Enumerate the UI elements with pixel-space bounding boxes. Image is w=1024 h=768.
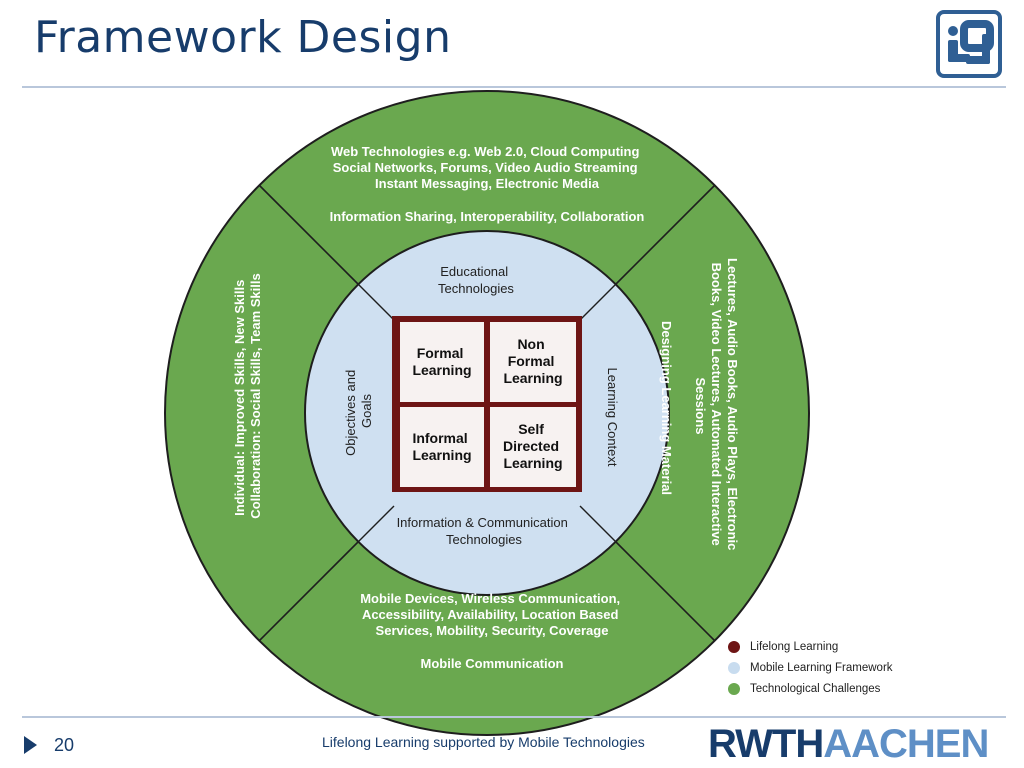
non-formal-learning-label: Non Formal Learning <box>503 336 562 386</box>
legend-dot-challenges <box>728 682 740 695</box>
middle-bottom-text: Information & Communication Technologies <box>397 515 572 547</box>
cell-informal <box>400 407 484 487</box>
informal-learning-label: Informal Learning <box>412 430 471 463</box>
footer-divider <box>22 716 1006 718</box>
title-divider <box>22 86 1006 88</box>
page-number: 20 <box>54 735 75 755</box>
middle-top-text: Educational Technologies <box>438 264 514 296</box>
outer-top-line-1: Web Technologies e.g. Web 2.0, Cloud Com… <box>331 144 639 159</box>
outer-left-text: Individual: Improved Skills, New Skills … <box>232 273 263 518</box>
university-logo-part2: AACHEN <box>823 722 989 766</box>
footer-text: Lifelong Learning supported by Mobile Te… <box>322 734 645 750</box>
outer-bottom-line-1: Mobile Devices, Wireless Communication, <box>360 591 620 606</box>
outer-bottom-line-3: Services, Mobility, Security, Coverage <box>376 623 609 638</box>
outer-bottom-line-2: Accessibility, Availability, Location Ba… <box>362 607 619 622</box>
legend-label: Mobile Learning Framework <box>750 661 893 674</box>
middle-right-text: Learning Context <box>605 367 620 466</box>
cell-non-formal <box>490 322 576 402</box>
outer-left-line-1: Individual: Improved Skills, New Skills <box>232 280 247 516</box>
divider-bottom-right <box>615 541 716 642</box>
outer-right-caption: Designing Learning Material <box>659 321 674 495</box>
cell-self-directed <box>490 407 576 487</box>
legend-label: Lifelong Learning <box>750 640 839 653</box>
middle-left-line-2: Goals <box>359 394 374 428</box>
outer-top-line-2: Social Networks, Forums, Video Audio Str… <box>333 160 638 175</box>
inner-divider-top-left <box>357 283 395 321</box>
inner-divider-bottom-left <box>357 505 395 543</box>
institute-logo <box>936 10 1002 78</box>
middle-top-line-1: Educational <box>440 264 508 279</box>
middle-bottom-line-2: Technologies <box>446 532 522 547</box>
outer-left-line-2: Collaboration: Social Skills, Team Skill… <box>248 273 263 518</box>
legend: Lifelong Learning Mobile Learning Framew… <box>728 636 893 699</box>
outer-top-line-3: Instant Messaging, Electronic Media <box>375 176 600 191</box>
middle-bottom-line-1: Information & Communication <box>397 515 568 530</box>
legend-item-challenges: Technological Challenges <box>728 678 893 699</box>
middle-left-line-1: Objectives and <box>343 370 358 456</box>
outer-right-line-3: Sessions <box>693 377 708 434</box>
university-logo: RWTHAACHEN <box>708 722 989 766</box>
outer-right-line-2: Books, Video Lectures, Automated Interac… <box>709 263 724 546</box>
legend-item-framework: Mobile Learning Framework <box>728 657 893 678</box>
legend-label: Technological Challenges <box>750 682 881 695</box>
outer-bottom-caption: Mobile Communication <box>421 656 564 671</box>
legend-item-lifelong: Lifelong Learning <box>728 636 893 657</box>
legend-dot-lifelong <box>728 640 740 653</box>
divider-bottom-left <box>258 541 359 642</box>
play-arrow-icon <box>24 736 37 754</box>
page-title: Framework Design <box>34 12 452 63</box>
middle-left-text: Objectives and Goals <box>343 366 374 456</box>
divider-top-right <box>615 184 716 285</box>
outer-top-caption: Information Sharing, Interoperability, C… <box>330 209 645 224</box>
university-logo-part1: RWTH <box>708 722 824 766</box>
outer-right-line-1: Lectures, Audio Books, Audio Plays, Elec… <box>725 258 740 550</box>
self-directed-learning-label: Self Directed Learning <box>503 421 563 471</box>
cell-formal <box>400 322 484 402</box>
formal-learning-label: Formal Learning <box>412 345 471 378</box>
outer-top-text: Web Technologies e.g. Web 2.0, Cloud Com… <box>331 144 643 191</box>
inner-divider-bottom-right <box>579 505 617 543</box>
inner-divider-top-right <box>579 283 617 321</box>
divider-top-left <box>258 184 359 285</box>
legend-dot-framework <box>728 661 740 674</box>
outer-bottom-text: Mobile Devices, Wireless Communication, … <box>360 591 624 638</box>
middle-top-line-2: Technologies <box>438 281 514 296</box>
outer-right-text: Lectures, Audio Books, Audio Plays, Elec… <box>693 258 740 554</box>
